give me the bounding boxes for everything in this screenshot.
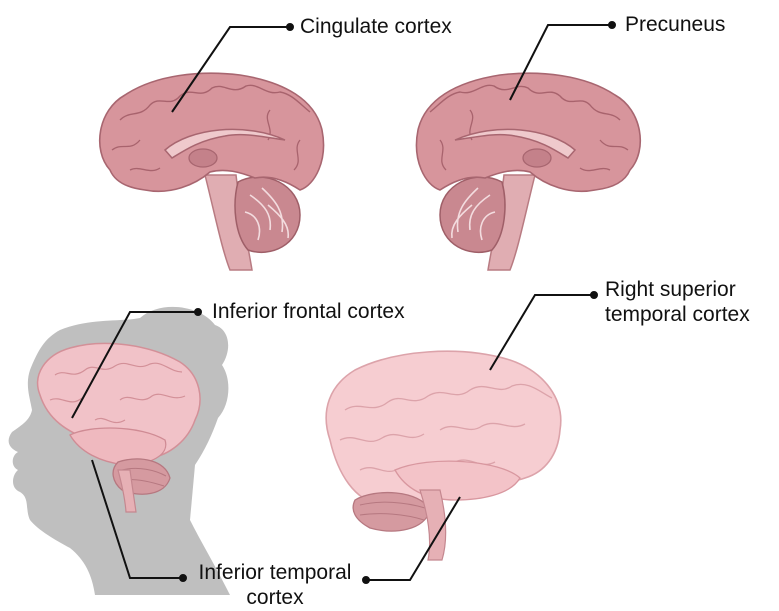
child-brain	[36, 342, 201, 513]
midsagittal-brain-left	[98, 72, 325, 271]
leader-line-right-superior	[489, 294, 594, 371]
leader-line-inferior-temporal-a	[91, 459, 183, 579]
label-inferior-frontal-cortex: Inferior frontal cortex	[212, 300, 405, 323]
label-right-superior-line2: temporal cortex	[605, 303, 750, 326]
label-precuneus: Precuneus	[625, 13, 726, 36]
leader-line-inferior-temporal-b	[366, 496, 461, 581]
label-inferior-temporal-line1: Inferior temporal	[198, 561, 352, 584]
label-right-superior-line1: Right superior	[605, 278, 736, 301]
label-right-superior-temporal-cortex: Right superior temporal cortex	[605, 277, 750, 327]
midsagittal-brain-right	[415, 72, 642, 271]
leader-line-cingulate	[171, 26, 290, 113]
label-inferior-temporal-cortex: Inferior temporal cortex	[185, 560, 365, 610]
leader-lines	[71, 21, 616, 584]
label-inferior-temporal-line2: cortex	[246, 586, 304, 609]
leader-line-precuneus	[509, 24, 612, 101]
leader-line-inferior-frontal	[71, 311, 198, 419]
lateral-brain-right	[325, 350, 562, 561]
label-cingulate-cortex: Cingulate cortex	[300, 15, 452, 38]
